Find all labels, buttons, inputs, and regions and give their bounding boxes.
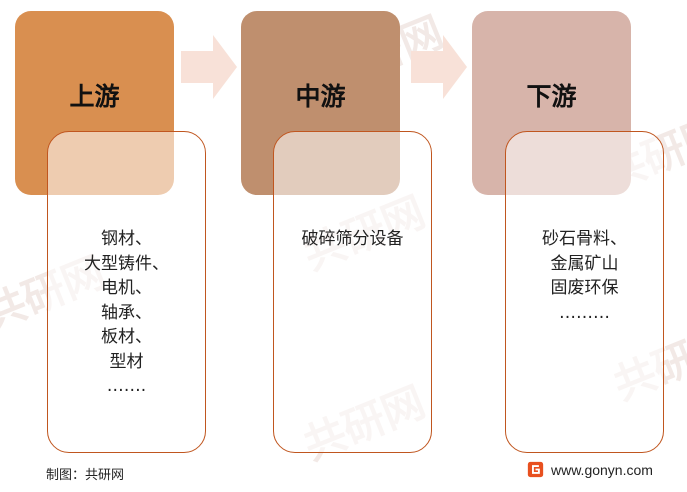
stage-item: 钢材、 xyxy=(101,229,152,249)
stage-title: 下游 xyxy=(526,82,577,111)
stage-items: 破碎筛分设备 xyxy=(274,227,431,252)
footer-credit: 制图：共研网 xyxy=(46,468,125,483)
stage-item: 砂石骨料、 xyxy=(542,229,627,249)
stage-title: 中游 xyxy=(295,82,346,111)
stage-title: 上游 xyxy=(69,82,120,111)
arrow-right-icon xyxy=(181,35,237,99)
stage-item: 金属矿山 xyxy=(550,253,619,274)
footer-site[interactable]: www.gonyn.com xyxy=(527,461,653,478)
stage-item: 破碎筛分设备 xyxy=(301,229,404,249)
stage-box-downstream: 砂石骨料、 金属矿山 固废环保 ……… xyxy=(505,131,664,453)
stage-box-midstream: 破碎筛分设备 xyxy=(273,131,432,453)
gonyn-logo-icon xyxy=(527,461,544,478)
arrow-shape xyxy=(181,35,237,99)
stage-item: 电机、 xyxy=(101,278,152,298)
stage-items: 砂石骨料、 金属矿山 固废环保 ……… xyxy=(506,227,663,325)
arrow-shape xyxy=(411,35,467,99)
stage-item: ……… xyxy=(559,302,610,323)
stage-item: 型材 xyxy=(109,351,144,372)
stage-items: 钢材、 大型铸件、 电机、 轴承、 板材、 型材 ……. xyxy=(48,227,205,399)
stage-item: 板材、 xyxy=(101,327,152,347)
arrow-right-icon xyxy=(411,35,467,99)
stage-item: ……. xyxy=(106,376,147,396)
stage-box-upstream: 钢材、 大型铸件、 电机、 轴承、 板材、 型材 ……. xyxy=(47,131,206,453)
stage-item: 大型铸件、 xyxy=(84,253,169,274)
footer-site-url[interactable]: www.gonyn.com xyxy=(551,461,653,478)
stage-item: 固废环保 xyxy=(550,278,619,298)
stage-item: 轴承、 xyxy=(101,302,152,323)
